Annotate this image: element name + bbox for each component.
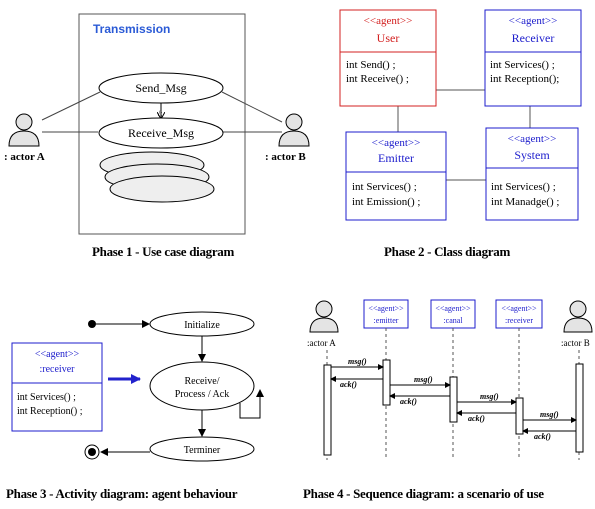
class-system: <<agent>> System int Services() ; int Ma…	[485, 127, 579, 221]
phase2-caption: Phase 2 - Class diagram	[384, 244, 510, 259]
assoc-actorB-send	[221, 91, 283, 123]
seq-emitter-name: :emitter	[374, 316, 399, 325]
initial-node	[88, 320, 96, 328]
class-receiver: <<agent>> Receiver int Services() ; int …	[484, 9, 582, 107]
seq-receiver-stereotype: <<agent>>	[501, 304, 537, 313]
seq-receiver-name: :receiver	[505, 316, 533, 325]
class-user-op-2: int Receive() ;	[346, 73, 409, 85]
state-terminer	[149, 436, 255, 462]
class-emitter-op-1: int Services() ;	[352, 181, 417, 193]
state-initialize-label: Initialize	[184, 320, 220, 331]
seq-activation-actor-a	[323, 364, 332, 456]
seq-ack-1-label: ack()	[340, 380, 357, 389]
activity-agent-name: :receiver	[40, 364, 76, 375]
actor-b-label: : actor B	[265, 151, 306, 163]
usecase-stack-3	[109, 175, 215, 203]
seq-lifeline-emitter: <<agent>> :emitter	[363, 299, 409, 329]
class-user-name: User	[377, 31, 400, 45]
state-receive-line2: Process / Ack	[175, 389, 229, 400]
phase4-sequence-diagram: :actor A :actor B <<agent>> :emitter <<a…	[303, 299, 593, 501]
phase3-caption: Phase 3 - Activity diagram: agent behavi…	[6, 486, 238, 501]
seq-canal-stereotype: <<agent>>	[435, 304, 471, 313]
stray-mark: /;	[158, 109, 162, 118]
seq-activation-canal	[449, 376, 458, 423]
class-system-stereotype: <<agent>>	[508, 133, 557, 145]
class-receiver-op-1: int Services() ;	[490, 59, 555, 71]
final-node-inner	[88, 448, 96, 456]
seq-msg-2-label: msg()	[414, 375, 433, 384]
actor-b-icon	[278, 113, 310, 147]
class-system-name: System	[514, 148, 550, 162]
activity-agent-stereotype: <<agent>>	[35, 349, 80, 360]
usecase-send-label: Send_Msg	[135, 81, 186, 95]
seq-canal-name: :canal	[443, 316, 463, 325]
activity-agent-op-1: int Services() ;	[17, 392, 76, 403]
class-receiver-op-2: int Reception();	[490, 73, 559, 85]
seq-msg-3-label: msg()	[480, 392, 499, 401]
class-emitter-name: Emitter	[378, 151, 414, 165]
phase2-class-diagram: <<agent>> User int Send() ; int Receive(…	[339, 9, 582, 259]
seq-activation-emitter	[382, 359, 391, 406]
seq-msg-1-label: msg()	[348, 357, 367, 366]
actor-a-label: : actor A	[4, 151, 45, 163]
seq-actor-a-label: :actor A	[307, 338, 336, 348]
phase1-caption: Phase 1 - Use case diagram	[92, 244, 235, 259]
class-system-op-1: int Services() ;	[491, 181, 556, 193]
seq-activation-receiver	[515, 397, 524, 435]
class-user-op-1: int Send() ;	[346, 59, 396, 71]
assoc-actorA-send	[41, 91, 101, 121]
class-receiver-name: Receiver	[512, 31, 555, 45]
actor-a-icon	[8, 113, 40, 147]
class-system-op-2: int Manadge() ;	[491, 196, 559, 208]
phase1-use-case-diagram: Transmission /; Send_Msg Receive_Msg : a…	[4, 13, 310, 259]
seq-ack-4-label: ack()	[534, 432, 551, 441]
state-receive-line1: Receive/	[185, 376, 220, 387]
seq-msg-4-label: msg()	[540, 410, 559, 419]
class-emitter-op-2: int Emission() ;	[352, 196, 420, 208]
class-emitter: <<agent>> Emitter int Services() ; int E…	[345, 131, 447, 221]
seq-actor-a-icon	[309, 300, 339, 333]
flow-self-loop	[239, 389, 264, 419]
seq-ack-3-label: ack()	[468, 414, 485, 423]
seq-ack-2-label: ack()	[400, 397, 417, 406]
seq-actor-b-icon	[563, 300, 593, 333]
seq-actor-b-label: :actor B	[561, 338, 590, 348]
usecase-receive-msg	[98, 117, 224, 149]
usecase-send-msg	[98, 72, 224, 104]
activity-agent-receiver: <<agent>> :receiver int Services() ; int…	[11, 342, 103, 432]
seq-lifeline-receiver: <<agent>> :receiver	[495, 299, 543, 329]
phase3-activity-diagram: <<agent>> :receiver int Services() ; int…	[6, 311, 264, 501]
seq-activation-actor-b	[575, 363, 584, 453]
class-user: <<agent>> User int Send() ; int Receive(…	[339, 9, 437, 107]
class-user-stereotype: <<agent>>	[364, 15, 413, 27]
activity-agent-op-2: int Reception() ;	[17, 406, 83, 417]
seq-lifeline-canal: <<agent>> :canal	[430, 299, 476, 329]
phase4-caption: Phase 4 - Sequence diagram: a scenario o…	[303, 486, 544, 501]
state-terminer-label: Terminer	[184, 445, 221, 456]
class-receiver-stereotype: <<agent>>	[509, 15, 558, 27]
usecase-receive-label: Receive_Msg	[128, 126, 194, 140]
class-emitter-stereotype: <<agent>>	[372, 137, 421, 149]
seq-emitter-stereotype: <<agent>>	[368, 304, 404, 313]
system-title: Transmission	[93, 22, 170, 36]
